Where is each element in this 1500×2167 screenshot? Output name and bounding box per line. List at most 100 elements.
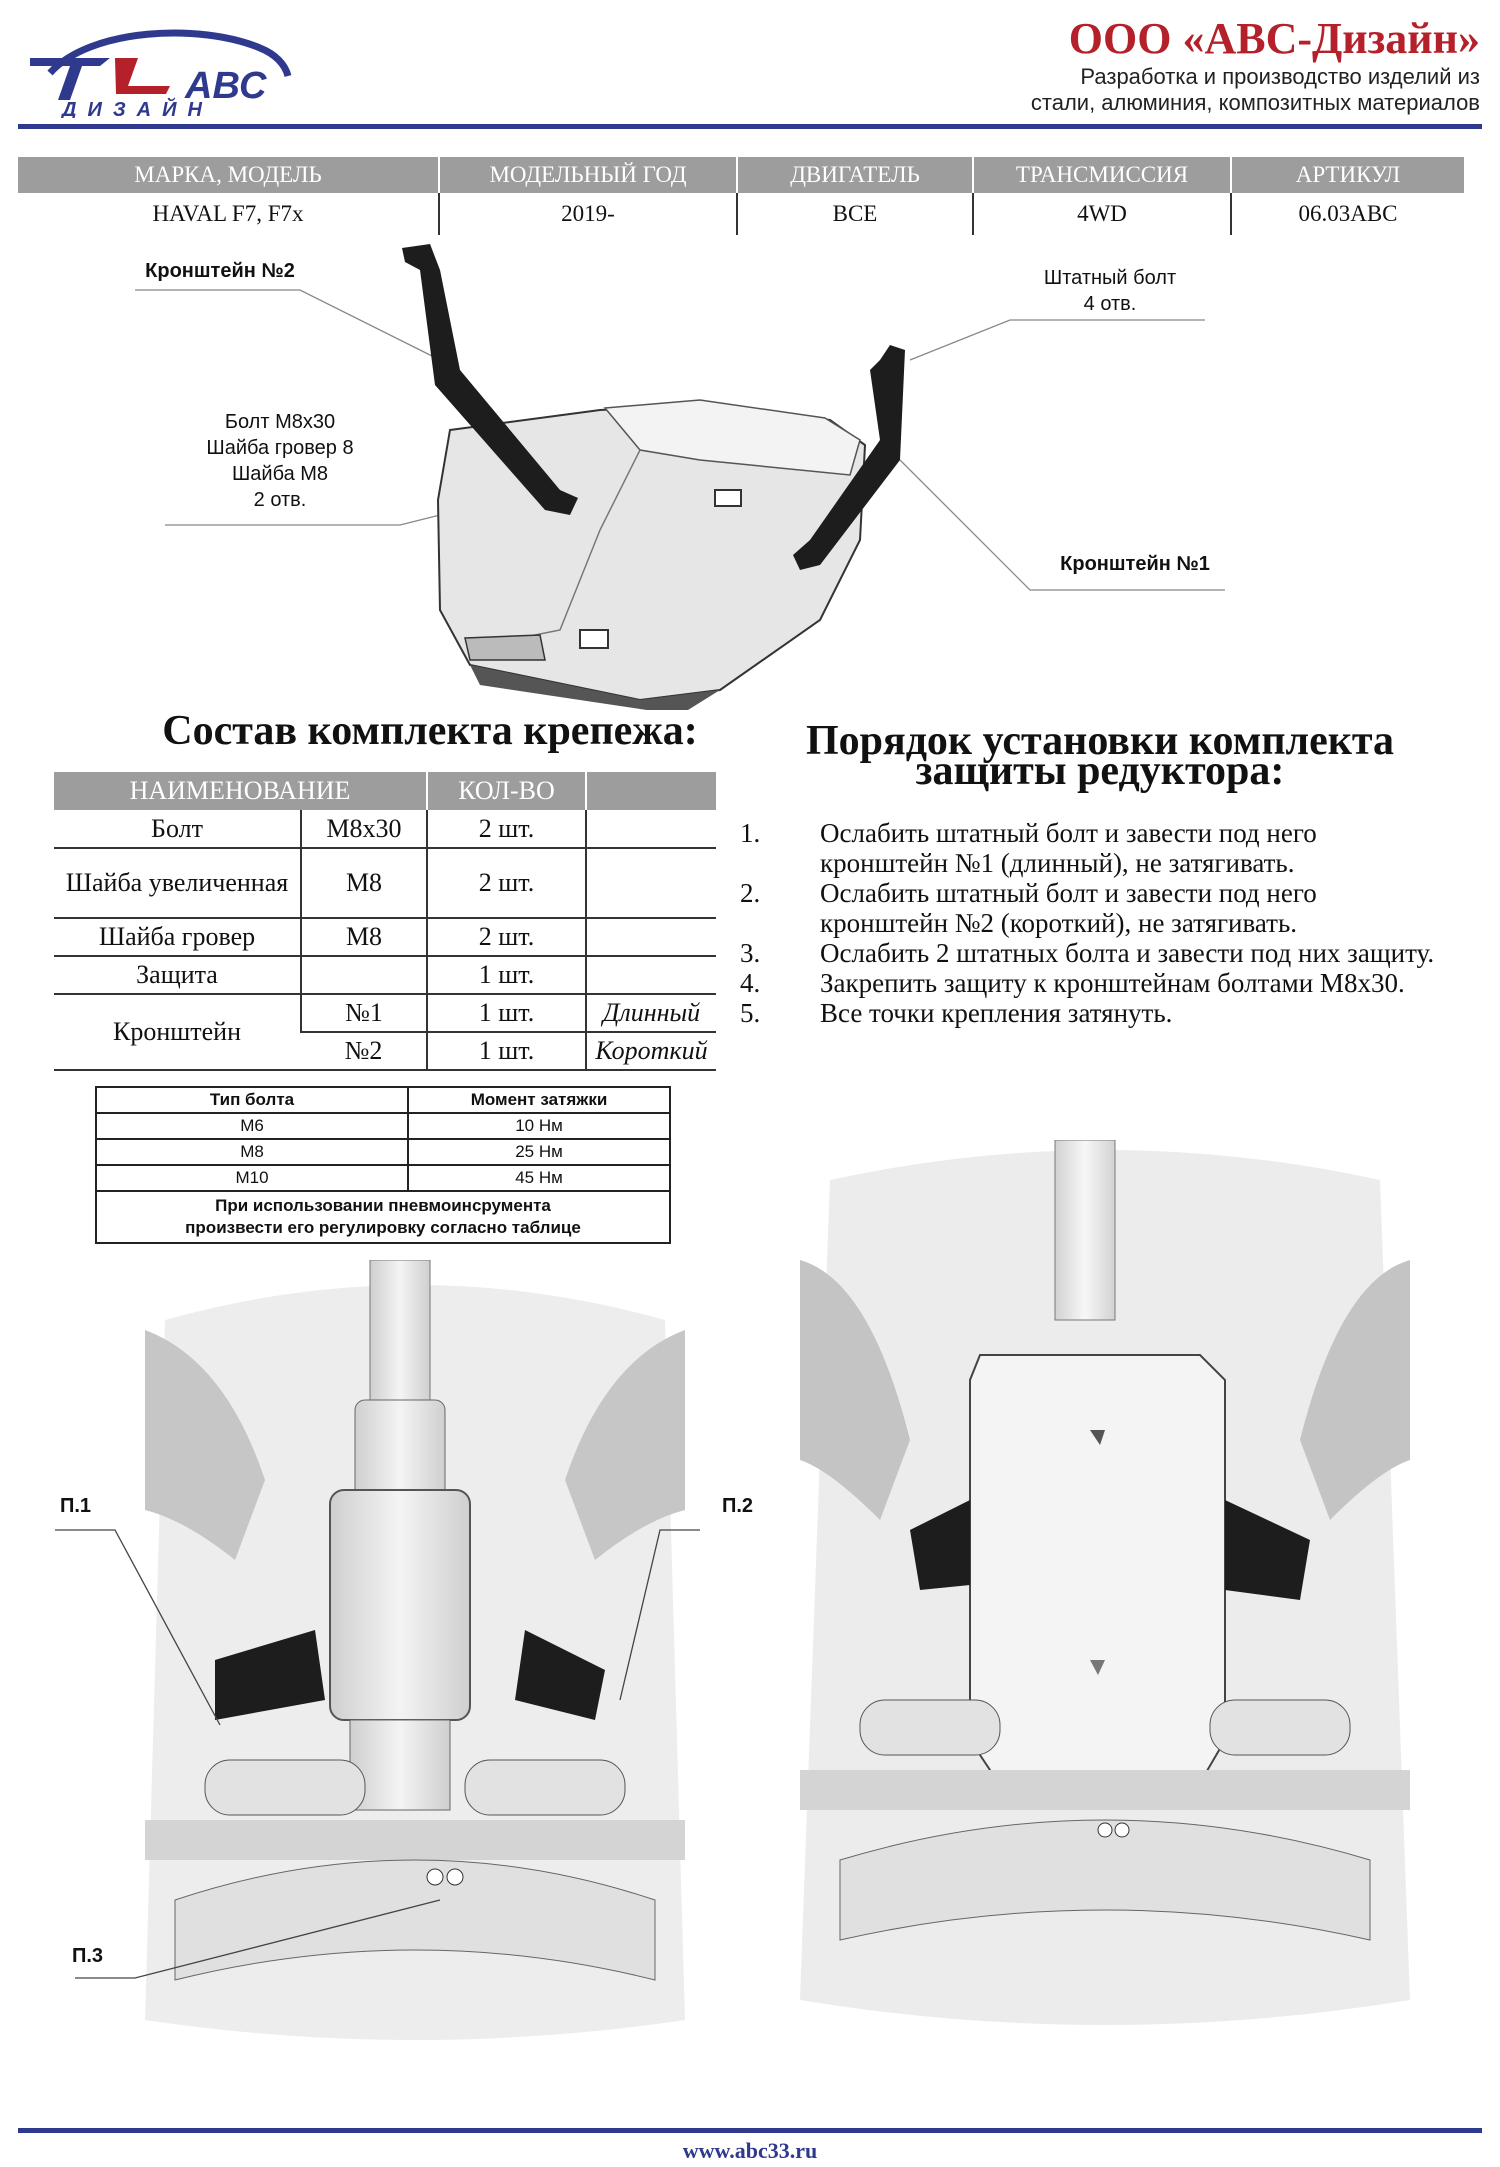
step-number: 3. xyxy=(740,938,761,968)
label-bracket-2: Кронштейн №2 xyxy=(145,260,295,282)
spec-model: HAVAL F7, F7x xyxy=(18,193,440,235)
step-text: Ослабить штатный болт и завести под него… xyxy=(820,818,1317,878)
company-logo: АВС ДИЗАЙН xyxy=(20,18,300,121)
company-block: ООО «АВС-Дизайн» Разработка и производст… xyxy=(1031,14,1480,116)
kit-name: Болт xyxy=(54,810,301,849)
logo-brand: АВС xyxy=(184,65,267,107)
kit-row-washer: Шайба увеличенная М8 2 шт. xyxy=(54,848,716,919)
install-step: 3. Ослабить 2 штатных болта и завести под… xyxy=(740,938,1440,968)
kit-qty: 1 шт. xyxy=(426,1032,586,1071)
install-title-l1: Порядок установки комплекта xyxy=(805,718,1395,764)
kit-size: М8х30 xyxy=(300,810,427,849)
install-step: 1. Ослабить штатный болт и завести под не… xyxy=(740,818,1440,878)
install-steps: 1. Ослабить штатный болт и завести под не… xyxy=(740,818,1440,1028)
kit-qty: 2 шт. xyxy=(426,810,586,849)
label-bolt-l3: Шайба М8 xyxy=(231,463,329,485)
label-bolt-l4: 2 отв. xyxy=(253,489,307,511)
kit-row-bracket-2: №2 1 шт. Короткий xyxy=(54,1032,716,1071)
spec-engine: ВСЕ xyxy=(737,193,974,235)
footer-url[interactable]: www.abc33.ru xyxy=(682,2138,818,2163)
spec-year: 2019- xyxy=(439,193,738,235)
photo-label-p1: П.1 xyxy=(60,1495,92,1517)
step-number: 1. xyxy=(740,818,761,848)
company-name: ООО «АВС-Дизайн» xyxy=(1068,14,1480,63)
company-sub-2: стали, алюминия, композитных материалов xyxy=(1030,90,1480,115)
kit-qty: 2 шт. xyxy=(426,848,586,919)
kit-row-guard: Защита 1 шт. xyxy=(54,956,716,995)
spec-table: МАРКА, МОДЕЛЬ МОДЕЛЬНЫЙ ГОД ДВИГАТЕЛЬ ТР… xyxy=(18,157,1464,235)
kit-header-blank xyxy=(585,772,716,810)
step-number: 5. xyxy=(740,998,761,1028)
step-number: 4. xyxy=(740,968,761,998)
torque-type: М10 xyxy=(95,1164,409,1192)
torque-type: М8 xyxy=(95,1138,409,1166)
company-sub-1: Разработка и производство изделий из xyxy=(1080,64,1480,89)
spec-article: 06.03ABC xyxy=(1298,201,1398,226)
kit-size xyxy=(300,956,427,995)
kit-size: №1 xyxy=(300,994,427,1033)
kit-note: Длинный xyxy=(585,994,716,1033)
step-text: Ослабить 2 штатных болта и завести под н… xyxy=(820,938,1435,968)
step-number: 2. xyxy=(740,878,761,908)
install-title: Порядок установки комплекта защиты редук… xyxy=(760,718,1440,794)
kit-row-grover: Шайба гровер М8 2 шт. xyxy=(54,918,716,957)
kit-row-bracket-1: Кронштейн №1 1 шт. Длинный xyxy=(54,994,716,1071)
label-bolt-kit: Болт М8х30 Шайба гровер 8 Шайба М8 2 отв… xyxy=(180,409,380,513)
kit-name: Шайба гровер xyxy=(54,918,301,957)
photo-label-p3: П.3 xyxy=(72,1945,104,1967)
torque-note-l1: При использовании пневмоинсрумента xyxy=(215,1196,551,1215)
torque-header-type: Тип болта xyxy=(95,1086,409,1114)
footer-rule xyxy=(18,2128,1482,2133)
kit-table: НАИМЕНОВАНИЕ КОЛ-ВО Болт М8х30 2 шт. Шай… xyxy=(54,772,716,1071)
label-stock-bolt: Штатный болт 4 отв. xyxy=(1010,265,1210,317)
spec-transmission: 4WD xyxy=(973,193,1232,235)
kit-name: Кронштейн xyxy=(54,994,301,1071)
torque-value: 10 Нм xyxy=(407,1112,671,1140)
kit-qty: 1 шт. xyxy=(426,956,586,995)
kit-size: М8 xyxy=(300,918,427,957)
photo-before-leaders xyxy=(55,1529,700,1979)
torque-note: При использовании пневмоинсрумента произ… xyxy=(95,1190,671,1244)
header-rule xyxy=(18,124,1482,129)
step-text: Все точки крепления затянуть. xyxy=(820,998,1173,1028)
kit-size: М8 xyxy=(300,848,427,919)
spec-header-year: МОДЕЛЬНЫЙ ГОД xyxy=(439,157,738,193)
kit-size: №2 xyxy=(301,1032,427,1071)
step-text: Ослабить штатный болт и завести под него… xyxy=(820,878,1317,938)
kit-note xyxy=(585,810,716,849)
install-step: 5. Все точки крепления затянуть. xyxy=(740,998,1440,1028)
logo-sub: ДИЗАЙН xyxy=(60,97,213,118)
photo-after xyxy=(800,1139,1410,2040)
kit-title: Состав комплекта крепежа: xyxy=(162,708,698,754)
install-title-l2: защиты редуктора: xyxy=(915,748,1285,794)
torque-type: М6 xyxy=(95,1112,409,1140)
torque-note-l2: произвести его регулировку согласно табл… xyxy=(185,1218,581,1237)
photo-before xyxy=(145,1259,685,2050)
install-step: 2. Ослабить штатный болт и завести под не… xyxy=(740,878,1440,938)
spec-header-engine: ДВИГАТЕЛЬ xyxy=(737,157,974,193)
step-text: Закрепить защиту к кронштейнам болтами М… xyxy=(820,968,1405,998)
install-step: 4. Закрепить защиту к кронштейнам болтами… xyxy=(740,968,1440,998)
spec-header-transmission: ТРАНСМИССИЯ xyxy=(973,157,1232,193)
torque-value: 25 Нм xyxy=(407,1138,671,1166)
kit-header-name: НАИМЕНОВАНИЕ xyxy=(54,772,427,810)
kit-name: Защита xyxy=(54,956,301,995)
label-bolt-l1: Болт М8х30 xyxy=(224,411,336,433)
kit-note: Короткий xyxy=(585,1032,716,1071)
kit-note xyxy=(585,848,716,919)
label-stock-bolt-l2: 4 отв. xyxy=(1083,293,1137,315)
guard-drawing xyxy=(0,240,1500,715)
kit-qty: 2 шт. xyxy=(426,918,586,957)
label-stock-bolt-l1: Штатный болт xyxy=(1043,267,1177,289)
kit-note xyxy=(585,956,716,995)
spec-header-article: АРТИКУЛ xyxy=(1231,157,1464,193)
torque-header-moment: Момент затяжки xyxy=(407,1086,671,1114)
kit-note xyxy=(585,918,716,957)
label-bolt-l2: Шайба гровер 8 xyxy=(206,437,354,459)
kit-name: Шайба увеличенная xyxy=(54,848,301,919)
label-bracket-1: Кронштейн №1 xyxy=(1060,553,1210,575)
torque-value: 45 Нм xyxy=(407,1164,671,1192)
